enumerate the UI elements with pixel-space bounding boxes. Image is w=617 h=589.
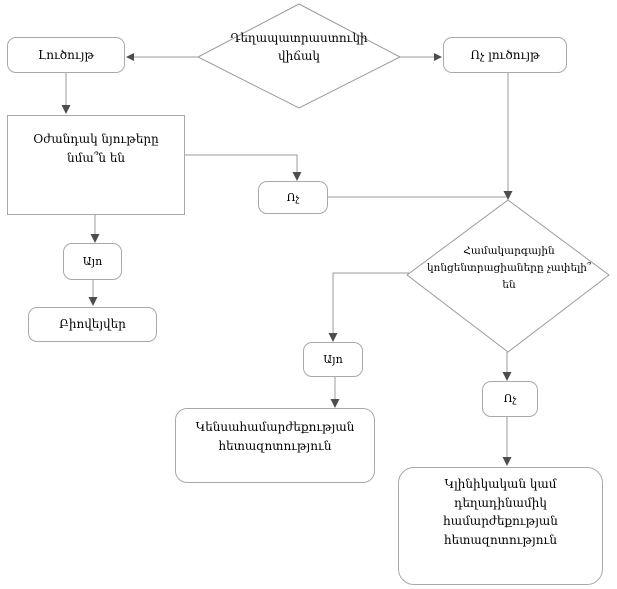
connector-no2-to-clinical (502, 417, 512, 466)
arrowhead-down (328, 333, 338, 342)
node-excipients-similar: Օժանդակ նյութերը նմա՞ն են (7, 115, 185, 215)
node-clinical-study: Կլինիկական կամ դեղադինամիկ համարժեքությա… (398, 467, 603, 585)
arrowhead-down (90, 234, 100, 243)
arrowhead-down (61, 105, 71, 114)
connector-systemic-to-yes2 (328, 272, 409, 342)
arrowhead-down (502, 457, 512, 466)
arrowhead-left (126, 53, 134, 61)
connector-solution-to-excipients (61, 73, 71, 114)
decision-drug-state-shape (196, 3, 402, 109)
arrowhead-down (502, 372, 512, 381)
arrowhead-down (88, 297, 98, 306)
connector-yes2-to-bioequivalence (330, 377, 340, 408)
connector-state-to-solution (126, 53, 198, 61)
connector-not-solution-to-systemic (503, 73, 513, 200)
connector-excipients-to-yes1 (90, 215, 100, 243)
decision-systemic-concentrations-label: Համակարգային կոնցենտրացիաները չափելի՞ են (426, 245, 592, 291)
node-no-2: Ոչ (482, 381, 538, 417)
node-yes-1: Այո (63, 243, 122, 280)
arrowhead-down (330, 399, 340, 408)
node-no-1: Ոչ (258, 181, 328, 214)
node-not-solution: Ոչ լուծույթ (443, 37, 567, 73)
node-biowaiver: Բիովեյվեր (28, 307, 157, 342)
arrowhead-right (434, 53, 442, 61)
connector-systemic-to-no2 (502, 352, 512, 381)
connector-excipients-to-no1 (185, 154, 302, 181)
node-bioequivalence-study: Կենսահամարժեքության հետազոտություն (175, 408, 375, 483)
node-solution: Լուծույթ (7, 37, 125, 73)
arrowhead-down (503, 191, 513, 200)
connector-state-to-not-solution (400, 53, 442, 61)
node-yes-2: Այո (303, 342, 363, 377)
decision-drug-state-label: Դեղապատրաստուկի վիճակ (230, 31, 368, 63)
connector-yes1-to-biowaiver (88, 280, 98, 306)
decision-systemic-concentrations-shape (406, 199, 610, 353)
arrowhead-down (292, 172, 302, 181)
